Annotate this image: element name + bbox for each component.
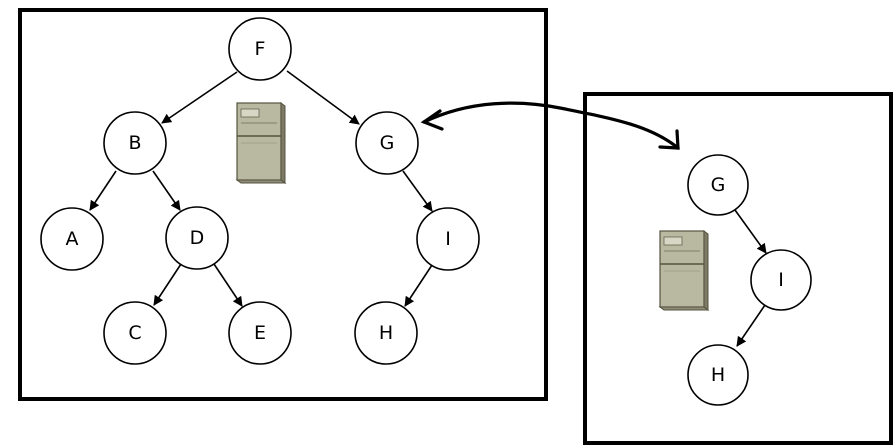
edge-d-c xyxy=(153,263,182,306)
tree-node: C xyxy=(103,301,167,365)
tree-node: B xyxy=(103,111,167,175)
edge-g-i-copy xyxy=(734,209,767,254)
tree-node: I xyxy=(416,207,480,271)
node-label: F xyxy=(255,38,266,60)
tree-node: E xyxy=(228,301,292,365)
tree-node: A xyxy=(40,207,104,271)
node-label: E xyxy=(254,322,266,344)
right-panel-frame xyxy=(583,92,893,445)
edge-f-b xyxy=(161,71,238,124)
tree-node: H xyxy=(687,344,749,406)
node-label: H xyxy=(379,322,393,344)
connector-right-arrowhead xyxy=(658,129,680,150)
tree-node: G xyxy=(355,111,419,175)
right-tree-edges xyxy=(734,209,767,347)
tree-node: H xyxy=(354,301,418,365)
double-headed-curved-arrow-icon xyxy=(420,101,680,150)
right-tree-nodes: G I H xyxy=(687,154,812,406)
server-icon xyxy=(235,102,287,184)
tree-node: F xyxy=(228,17,292,81)
left-tree-edges xyxy=(89,70,433,307)
connector-left-arrowhead xyxy=(420,109,444,131)
node-label: I xyxy=(445,228,451,250)
edge-i-h-copy xyxy=(736,304,766,347)
tree-node: D xyxy=(165,206,229,270)
node-label: B xyxy=(128,132,141,154)
node-label: H xyxy=(711,364,725,386)
edge-i-h xyxy=(404,264,433,307)
right-panel: G I H xyxy=(583,92,893,445)
node-label: D xyxy=(190,227,205,249)
edge-f-g xyxy=(286,70,360,125)
node-label: A xyxy=(66,228,79,250)
connector-path xyxy=(422,101,680,150)
server-icon xyxy=(658,230,710,311)
tree-node: I xyxy=(750,249,812,311)
edge-b-a xyxy=(89,170,117,211)
tree-node: G xyxy=(687,154,749,216)
left-panel-frame xyxy=(18,8,548,401)
node-label: G xyxy=(711,174,726,196)
node-label: G xyxy=(380,132,395,154)
left-tree-nodes: F B G A D I C xyxy=(40,17,480,365)
edge-g-i xyxy=(402,170,433,212)
node-label: I xyxy=(778,269,784,291)
edge-d-e xyxy=(213,263,243,307)
left-panel: F B G A D I C xyxy=(18,8,548,401)
edge-b-d xyxy=(152,170,181,211)
node-label: C xyxy=(128,322,141,344)
